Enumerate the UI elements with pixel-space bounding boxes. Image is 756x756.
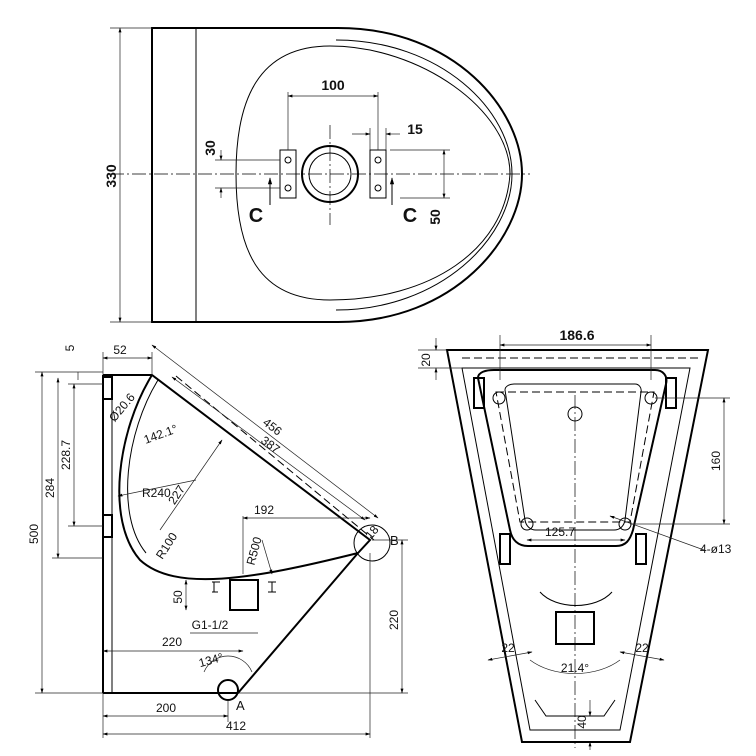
dim-22-right: 22 <box>635 641 649 655</box>
dim-r500: R500 <box>244 535 265 567</box>
top-outline <box>151 27 524 323</box>
front-dashed-plate <box>495 391 655 523</box>
mount-hole <box>492 391 506 405</box>
top-view: 100 30 15 50 330 C C <box>103 27 530 323</box>
section-label-right: C <box>403 205 417 227</box>
dim-5: 5 <box>63 344 77 351</box>
dim-220-vertical: 220 <box>387 610 401 630</box>
top-inner-rim <box>335 39 513 311</box>
dim-186.6: 186.6 <box>559 327 594 343</box>
slot <box>499 533 511 565</box>
slot <box>635 533 647 565</box>
dim-15: 15 <box>407 121 423 137</box>
front-outer-body <box>445 349 710 743</box>
dim-50-drain: 50 <box>171 590 185 604</box>
dim-456: 456 <box>260 415 285 438</box>
slot <box>473 377 485 409</box>
dim-330: 330 <box>103 164 119 188</box>
dim-134: 134° <box>197 650 225 670</box>
dim-4-ø13: 4-ø13 <box>700 542 732 556</box>
drain-pipe <box>229 579 259 611</box>
side-outer-body <box>103 374 372 694</box>
section-label-left: C <box>249 205 263 227</box>
bracket-hole <box>284 184 292 192</box>
front-inner-body <box>461 367 691 731</box>
bracket-hole <box>374 156 382 164</box>
front-foot <box>534 699 616 717</box>
front-view: 186.6 20 160 125.7 4-ø13 22 22 21.4° 40 <box>418 327 732 750</box>
bowl-bottom <box>539 591 613 606</box>
drain-outer-circle <box>301 145 359 203</box>
top-bowl-outline <box>235 45 511 301</box>
dim-412: 412 <box>226 719 246 733</box>
dim-100: 100 <box>321 77 345 93</box>
dim-ø20.6: Ø20.6 <box>106 390 138 424</box>
angle-arc <box>203 655 253 673</box>
mount-hole <box>520 517 534 531</box>
side-view: 456 387 227 R240 R100 142.1° Ø20.6 192 R… <box>27 343 408 738</box>
pivot-b-arc <box>353 524 391 562</box>
dim-228.7: 228.7 <box>59 440 73 470</box>
dim-30: 30 <box>202 140 218 156</box>
dim-18: 18 <box>362 523 382 542</box>
slot <box>665 377 677 409</box>
dim-220-horizontal: 220 <box>162 635 182 649</box>
dim-20: 20 <box>419 353 433 367</box>
dim-284: 284 <box>43 478 57 498</box>
front-drain <box>555 611 595 645</box>
dim-40: 40 <box>575 715 589 729</box>
side-bowl-curve <box>118 374 359 581</box>
bracket-hole <box>374 184 382 192</box>
point-a-label: A <box>236 698 245 713</box>
dim-125.7: 125.7 <box>545 525 575 539</box>
dim-200: 200 <box>156 701 176 715</box>
dim-22-left: 22 <box>501 641 515 655</box>
pivot-a <box>217 679 239 701</box>
dim-500: 500 <box>27 524 41 544</box>
bowl-inner-line <box>127 379 159 554</box>
dim-52: 52 <box>113 343 127 357</box>
point-b-label: B <box>390 533 399 548</box>
dim-g1-1/2: G1-1/2 <box>192 618 229 632</box>
drain-inner-circle <box>308 152 352 196</box>
lower-mount-slot <box>102 514 113 538</box>
dim-r100: R100 <box>153 530 181 562</box>
dim-160: 160 <box>709 451 723 471</box>
upper-mount-slot <box>102 376 113 400</box>
dim-r240: R240 <box>142 486 171 500</box>
bracket-hole <box>284 156 292 164</box>
dim-387: 387 <box>258 433 283 456</box>
dim-142: 142.1° <box>142 422 180 447</box>
angle-arc-front <box>529 659 621 674</box>
dim-50: 50 <box>427 209 443 225</box>
front-tray <box>476 369 668 547</box>
dash-line <box>175 375 375 541</box>
dim-192: 192 <box>254 503 274 517</box>
front-inner-tray <box>504 383 642 531</box>
dim-21.4: 21.4° <box>561 661 589 675</box>
